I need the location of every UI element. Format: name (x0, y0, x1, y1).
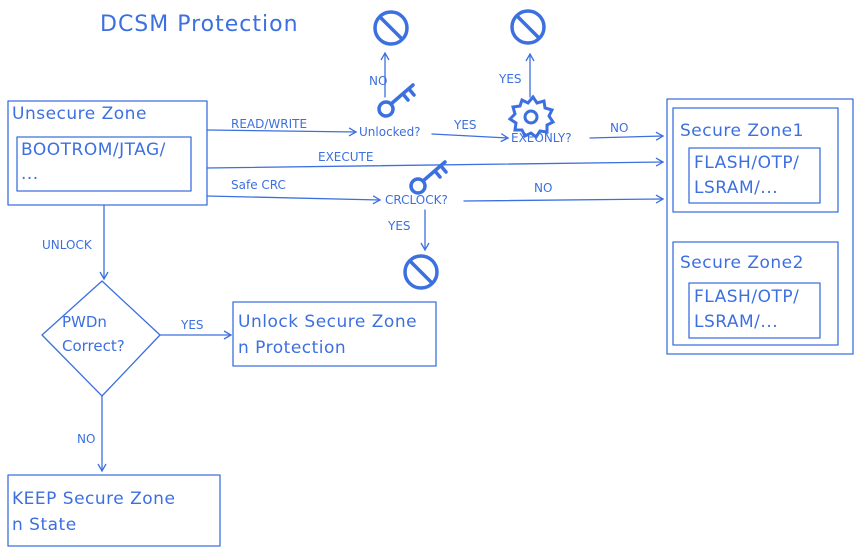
edge-label-execute: EXECUTE (318, 150, 374, 164)
secure-zone2-inner-label-2: LSRAM/... (694, 312, 779, 332)
unsecure-zone-inner-label-1: BOOTROM/JTAG/ (21, 140, 166, 160)
secure-zone1-label: Secure Zone1 (680, 121, 804, 141)
keep-result-label-2: n State (12, 515, 77, 535)
secure-zone2-inner-label-1: FLASH/OTP/ (694, 287, 800, 307)
secure-zone1-inner-label-2: LSRAM/... (694, 178, 779, 198)
edge-label-pwd-no: NO (77, 432, 96, 446)
edge-unlocked-yes (431, 133, 510, 143)
gear-icon (507, 94, 556, 140)
pwd-decision-line-2: Correct? (62, 337, 125, 355)
edge-label-exeonly-no: NO (610, 121, 629, 135)
edge-exeonly-no (589, 131, 665, 141)
crclock-decision: CRCLOCK? (385, 193, 448, 207)
blocked-icon (510, 9, 546, 45)
secure-container-box (666, 98, 854, 355)
edge-crclock-no (463, 194, 665, 204)
edge-label-pwd-yes: YES (181, 318, 204, 332)
secure-zone2-label: Secure Zone2 (680, 253, 804, 273)
edge-label-unlock: UNLOCK (42, 238, 92, 252)
blocked-icon (403, 254, 439, 290)
edge-label-exeonly-yes: YES (499, 72, 522, 86)
edge-label-crclock-no: NO (534, 181, 553, 195)
unlocked-decision: Unlocked? (359, 125, 421, 139)
exeonly-decision: EXEONLY? (511, 131, 572, 145)
edge-label-unlocked-yes: YES (454, 118, 477, 132)
keep-result-label-1: KEEP Secure Zone (12, 489, 176, 509)
edge-label-safe-crc: Safe CRC (231, 178, 286, 192)
blocked-icon (373, 10, 409, 46)
edge-label-unlocked-no: NO (369, 74, 388, 88)
page-title: DCSM Protection (100, 12, 299, 37)
edge-execute (206, 157, 665, 169)
key-icon (377, 83, 416, 118)
secure-zone1-inner-box (688, 147, 821, 204)
secure-zone2-inner-box (688, 282, 821, 339)
edge-safe-crc (206, 195, 382, 205)
edge-label-crclock-yes: YES (388, 219, 411, 233)
pwd-decision-line-1: PWDn (62, 313, 107, 331)
unlock-result-label-1: Unlock Secure Zone (238, 312, 418, 332)
secure-zone1-inner-label-1: FLASH/OTP/ (694, 153, 800, 173)
unsecure-zone-box (7, 100, 208, 206)
edge-read-write (206, 127, 358, 137)
edge-label-read-write: READ/WRITE (231, 117, 308, 131)
secure-zone2-box (672, 241, 839, 346)
secure-zone1-box (672, 107, 839, 213)
unsecure-zone-inner-label-2: ... (21, 164, 39, 184)
unsecure-zone-label: Unsecure Zone (12, 104, 147, 124)
unsecure-zone-inner-box (16, 136, 192, 192)
key-icon (409, 160, 448, 195)
unlock-result-label-2: n Protection (238, 338, 347, 358)
keep-result-box (7, 474, 221, 547)
unlock-result-box (232, 301, 437, 367)
